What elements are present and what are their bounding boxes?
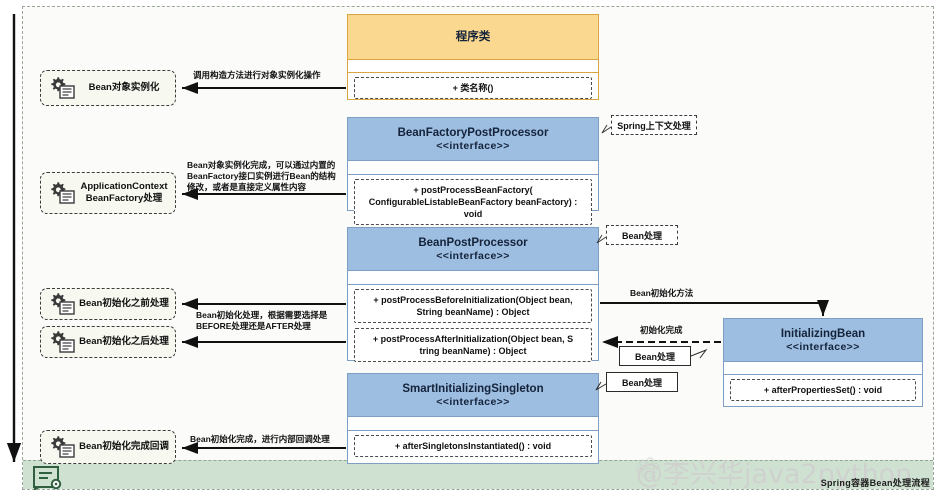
connector-label-bean-init-method: Bean初始化方法 bbox=[630, 288, 694, 298]
stage-label-line2: BeanFactory处理 bbox=[85, 193, 163, 204]
class-name: SmartInitializingSingleton bbox=[402, 382, 544, 395]
stage-label: Bean对象实例化 bbox=[88, 82, 160, 93]
class-header: BeanPostProcessor <<interface>> bbox=[348, 228, 598, 270]
footer-band bbox=[23, 460, 933, 489]
callout-text: Bean处理 bbox=[621, 230, 662, 241]
callout-text: Spring上下文处理 bbox=[617, 120, 691, 131]
class-name: BeanPostProcessor bbox=[418, 236, 528, 249]
stage-applicationcontext-beanfactory[interactable]: ApplicationContext BeanFactory处理 bbox=[40, 172, 176, 214]
class-divider bbox=[348, 270, 598, 271]
operations-compartment: + postProcessBeanFactory( ConfigurableLi… bbox=[348, 175, 598, 229]
attributes-compartment bbox=[724, 362, 922, 374]
class-divider bbox=[348, 72, 598, 73]
stage-label: Bean初始化之前处理 bbox=[79, 298, 169, 309]
class-stereotype: <<interface>> bbox=[436, 249, 510, 262]
class-header: BeanFactoryPostProcessor <<interface>> bbox=[348, 118, 598, 160]
callout-bean-handle-1[interactable]: Bean处理 bbox=[606, 225, 678, 245]
class-stereotype: <<interface>> bbox=[436, 139, 510, 152]
stage-before-initialization[interactable]: Bean初始化之前处理 bbox=[40, 288, 176, 320]
operations-compartment: + postProcessBeforeInitialization(Object… bbox=[348, 285, 598, 366]
attributes-compartment bbox=[348, 417, 598, 430]
class-divider bbox=[348, 416, 598, 417]
document-settings-icon bbox=[33, 466, 62, 490]
operation-row[interactable]: + postProcessAfterInitialization(Object … bbox=[354, 328, 592, 362]
gear-document-icon bbox=[51, 182, 75, 204]
class-stereotype: <<interface>> bbox=[786, 340, 860, 353]
watermark-text: @李兴华java2python bbox=[636, 459, 913, 490]
gear-document-icon bbox=[51, 293, 75, 315]
attributes-compartment bbox=[348, 60, 598, 72]
stage-label-line1: ApplicationContext bbox=[80, 181, 168, 192]
gear-document-icon bbox=[51, 77, 75, 99]
operation-row[interactable]: + afterSingletonsInstantiated() : void bbox=[354, 435, 592, 457]
connector-label-init-choice: Bean初始化处理，根据需要选择是 BEFORE处理还是AFTER处理 bbox=[196, 310, 328, 331]
stage-after-initialization[interactable]: Bean初始化之后处理 bbox=[40, 326, 176, 358]
baidu-paw-icon: du bbox=[636, 457, 660, 479]
class-divider bbox=[348, 59, 598, 60]
operation-row[interactable]: + afterPropertiesSet() : void bbox=[730, 379, 916, 401]
connector-label-appcontext: Bean对象实例化完成，可以通过内置的 BeanFactory接口实例进行Bea… bbox=[187, 160, 336, 192]
class-stereotype: <<interface>> bbox=[436, 395, 510, 408]
connector-label-init-callback: Bean初始化完成，进行内部回调处理 bbox=[190, 434, 330, 444]
class-header: SmartInitializingSingleton <<interface>> bbox=[348, 374, 598, 416]
class-box-beanpostprocessor[interactable]: BeanPostProcessor <<interface>> + postPr… bbox=[347, 227, 599, 362]
class-box-smartinitializingsingleton[interactable]: SmartInitializingSingleton <<interface>>… bbox=[347, 373, 599, 464]
callout-text: Bean处理 bbox=[634, 351, 675, 362]
class-name: BeanFactoryPostProcessor bbox=[397, 126, 549, 139]
callout-bean-handle-3[interactable]: Bean处理 bbox=[606, 372, 678, 392]
class-name: InitializingBean bbox=[780, 327, 866, 340]
class-divider bbox=[348, 174, 598, 175]
callout-spring-context[interactable]: Spring上下文处理 bbox=[611, 115, 697, 135]
class-divider bbox=[724, 374, 922, 375]
attributes-compartment bbox=[348, 161, 598, 174]
operation-row[interactable]: + postProcessBeforeInitialization(Object… bbox=[354, 289, 592, 323]
stage-label: Bean初始化完成回调 bbox=[79, 441, 169, 452]
class-box-beanfactorypostprocessor[interactable]: BeanFactoryPostProcessor <<interface>> +… bbox=[347, 117, 599, 225]
class-divider bbox=[348, 160, 598, 161]
class-box-initializingbean[interactable]: InitializingBean <<interface>> + afterPr… bbox=[723, 318, 923, 407]
callout-bean-handle-2[interactable]: Bean处理 bbox=[619, 346, 691, 366]
class-name: 程序类 bbox=[455, 31, 491, 43]
operations-compartment: + 类名称() bbox=[348, 73, 598, 103]
class-box-program[interactable]: 程序类 + 类名称() bbox=[347, 14, 599, 100]
gear-document-icon bbox=[51, 331, 75, 353]
operations-compartment: + afterSingletonsInstantiated() : void bbox=[348, 431, 598, 461]
class-divider bbox=[724, 361, 922, 362]
class-header: 程序类 bbox=[348, 15, 598, 59]
stage-bean-instantiation[interactable]: Bean对象实例化 bbox=[40, 70, 176, 106]
diagram-caption: Spring容器Bean处理流程 bbox=[820, 478, 930, 488]
stage-initialization-callback[interactable]: Bean初始化完成回调 bbox=[40, 430, 176, 464]
class-divider bbox=[348, 430, 598, 431]
connector-label-init-done: 初始化完成 bbox=[640, 325, 683, 335]
class-header: InitializingBean <<interface>> bbox=[724, 319, 922, 361]
operation-row[interactable]: + 类名称() bbox=[354, 77, 592, 99]
gear-document-icon bbox=[51, 436, 75, 458]
operations-compartment: + afterPropertiesSet() : void bbox=[724, 375, 922, 405]
connector-label-instantiate: 调用构造方法进行对象实例化操作 bbox=[193, 70, 321, 80]
callout-text: Bean处理 bbox=[621, 377, 662, 388]
svg-text:du: du bbox=[644, 471, 652, 478]
operation-row[interactable]: + postProcessBeanFactory( ConfigurableLi… bbox=[354, 179, 592, 225]
class-divider bbox=[348, 284, 598, 285]
attributes-compartment bbox=[348, 271, 598, 284]
stage-label: ApplicationContext BeanFactory处理 bbox=[79, 181, 175, 205]
stage-label: Bean初始化之后处理 bbox=[79, 336, 169, 347]
